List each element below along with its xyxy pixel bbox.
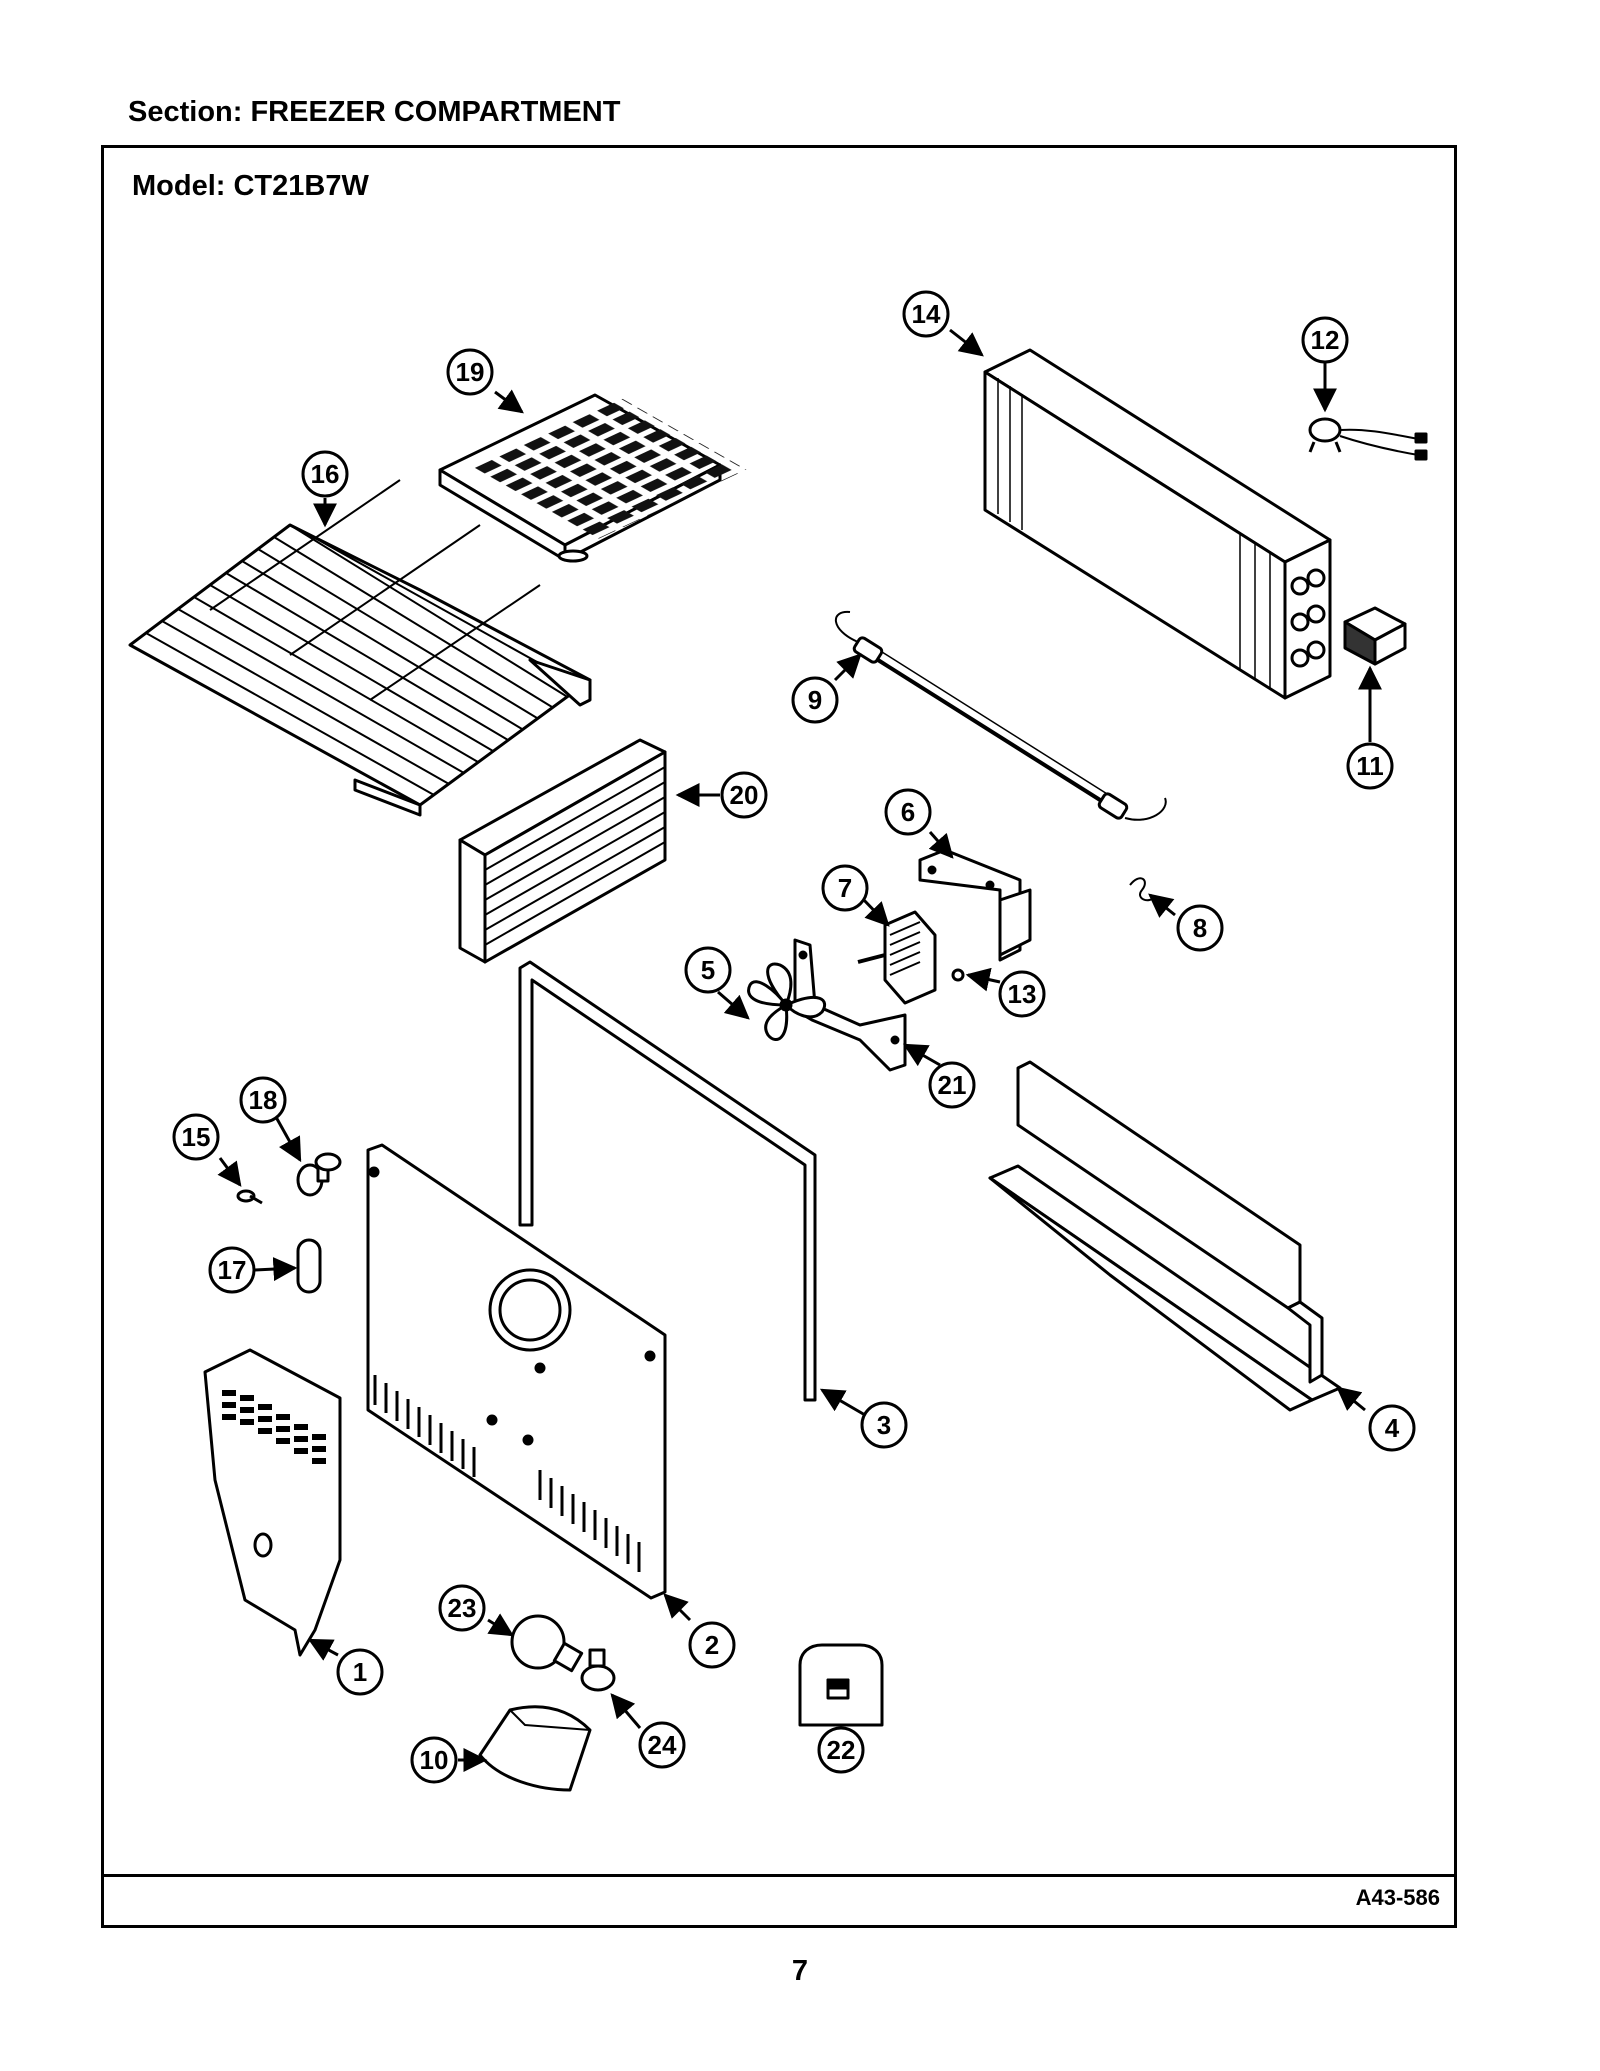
part-light-socket xyxy=(580,1648,616,1692)
callout-21: 21 xyxy=(928,1061,976,1109)
callout-12: 12 xyxy=(1301,316,1349,364)
svg-text:7: 7 xyxy=(838,873,852,903)
leader-13 xyxy=(965,967,1001,992)
part-light-cover xyxy=(478,1705,592,1792)
callout-16: 16 xyxy=(301,450,349,498)
svg-text:3: 3 xyxy=(877,1410,891,1440)
diagram-code: A43-586 xyxy=(1355,1885,1440,1910)
callout-8: 8 xyxy=(1176,904,1224,952)
leader-19 xyxy=(494,389,524,414)
leader-5 xyxy=(717,990,750,1020)
svg-text:4: 4 xyxy=(1385,1413,1400,1443)
part-gasket xyxy=(518,960,817,1402)
leader-7 xyxy=(860,896,890,927)
svg-text:21: 21 xyxy=(938,1070,967,1100)
svg-text:14: 14 xyxy=(912,299,941,329)
leader-9 xyxy=(833,653,862,682)
part-drain-trough xyxy=(988,1060,1342,1412)
leader-24 xyxy=(610,1693,642,1729)
callout-7: 7 xyxy=(821,864,869,912)
svg-text:17: 17 xyxy=(218,1255,247,1285)
part-fan-blade xyxy=(747,962,827,1041)
part-light-switch xyxy=(798,1643,884,1727)
callout-9: 9 xyxy=(791,676,839,724)
frame-divider xyxy=(104,1874,1454,1877)
part-terminal-block xyxy=(1343,606,1407,666)
callout-4: 4 xyxy=(1368,1404,1416,1452)
callout-2: 2 xyxy=(688,1621,736,1669)
part-screw xyxy=(236,1189,263,1205)
leader-17 xyxy=(254,1257,298,1282)
svg-text:13: 13 xyxy=(1008,979,1037,1009)
part-freezer-shelf xyxy=(128,479,592,817)
callout-1: 1 xyxy=(336,1648,384,1696)
leader-23 xyxy=(487,1613,515,1637)
model-label: Model: CT21B7W xyxy=(132,170,369,202)
leader-6 xyxy=(928,831,954,859)
svg-text:1: 1 xyxy=(353,1657,367,1687)
leader-3 xyxy=(819,1388,866,1417)
callout-14: 14 xyxy=(902,290,950,338)
part-fan-bracket xyxy=(918,848,1032,962)
leader-18 xyxy=(274,1116,302,1163)
svg-text:22: 22 xyxy=(827,1735,856,1765)
leader-1 xyxy=(307,1638,339,1661)
part-ice-cube-tray xyxy=(438,393,747,563)
callout-15: 15 xyxy=(172,1113,220,1161)
svg-text:20: 20 xyxy=(730,780,759,810)
svg-text:2: 2 xyxy=(705,1630,719,1660)
part-light-bulb xyxy=(510,1614,584,1673)
leader-15 xyxy=(217,1157,242,1187)
svg-text:19: 19 xyxy=(456,357,485,387)
svg-text:8: 8 xyxy=(1193,913,1207,943)
callout-23: 23 xyxy=(438,1584,486,1632)
callout-5: 5 xyxy=(684,946,732,994)
callout-11: 11 xyxy=(1346,742,1394,790)
part-control-knob xyxy=(296,1152,342,1197)
svg-text:24: 24 xyxy=(648,1730,677,1760)
callout-20: 20 xyxy=(720,771,768,819)
svg-text:12: 12 xyxy=(1311,325,1340,355)
svg-text:16: 16 xyxy=(311,459,340,489)
leader-14 xyxy=(949,328,984,357)
part-light-shield xyxy=(296,1238,322,1294)
part-fan-motor xyxy=(857,910,937,1005)
part-defrost-thermostat xyxy=(1308,417,1428,461)
section-title: Section: FREEZER COMPARTMENT xyxy=(128,96,621,128)
part-evaporator-cover xyxy=(458,738,667,964)
leader-4 xyxy=(1336,1386,1366,1412)
leader-8 xyxy=(1148,893,1176,918)
leader-21 xyxy=(902,1043,941,1067)
callout-24: 24 xyxy=(638,1721,686,1769)
part-rear-panel xyxy=(366,1143,667,1600)
part-defrost-heater xyxy=(834,610,1167,821)
svg-text:6: 6 xyxy=(901,797,915,827)
callout-3: 3 xyxy=(860,1401,908,1449)
part-evaporator xyxy=(983,348,1332,700)
svg-text:11: 11 xyxy=(1356,751,1384,781)
svg-text:23: 23 xyxy=(448,1593,477,1623)
callout-17: 17 xyxy=(208,1246,256,1294)
callout-13: 13 xyxy=(998,970,1046,1018)
svg-text:10: 10 xyxy=(420,1745,449,1775)
callout-19: 19 xyxy=(446,348,494,396)
callout-18: 18 xyxy=(239,1076,287,1124)
svg-text:5: 5 xyxy=(701,955,715,985)
callout-6: 6 xyxy=(884,788,932,836)
callout-22: 22 xyxy=(817,1726,865,1774)
part-clip xyxy=(951,968,965,982)
diagram-frame: Model: CT21B7W A43-586 xyxy=(101,145,1457,1928)
leader-2 xyxy=(663,1593,692,1622)
svg-text:15: 15 xyxy=(182,1122,211,1152)
svg-text:9: 9 xyxy=(808,685,822,715)
svg-text:18: 18 xyxy=(249,1085,278,1115)
callout-10: 10 xyxy=(410,1736,458,1784)
part-control-housing xyxy=(203,1348,342,1657)
page-number: 7 xyxy=(791,1955,809,1987)
